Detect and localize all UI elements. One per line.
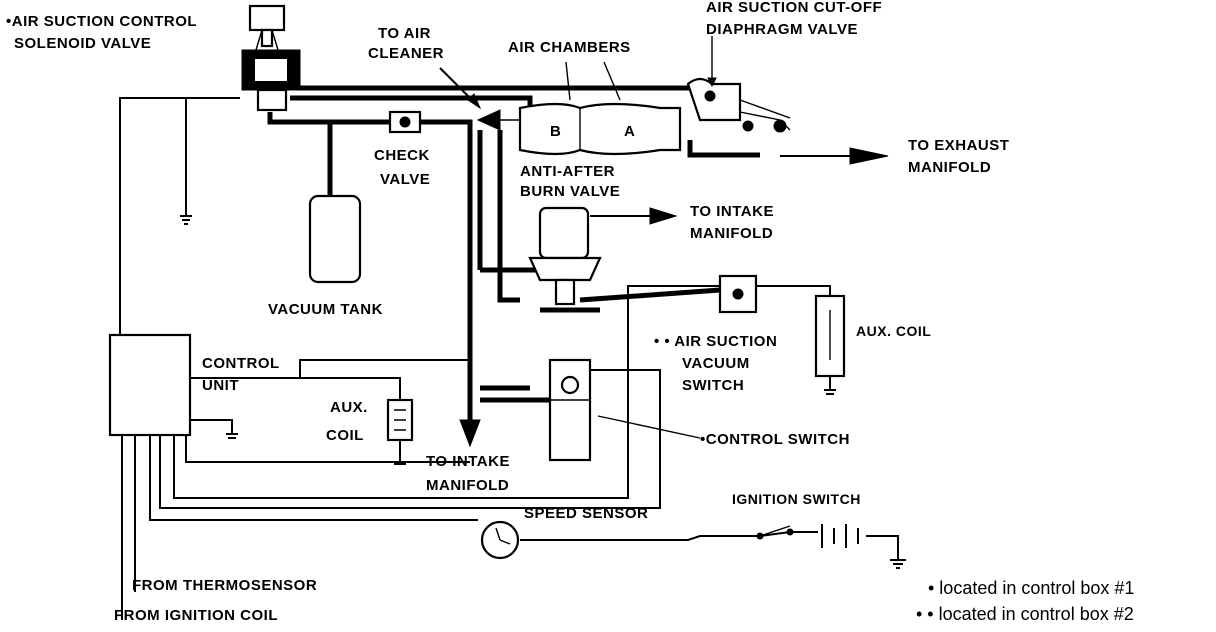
aux-coil-right: [814, 294, 846, 378]
control-unit: [108, 333, 192, 437]
air-chambers: [518, 102, 682, 156]
note-control-box-2: • • located in control box #2: [916, 604, 1134, 624]
label-control-switch: •CONTROL SWITCH: [700, 431, 850, 448]
label-speed-sensor: SPEED SENSOR: [524, 505, 648, 522]
air-suction-control-solenoid-valve: [241, 4, 301, 112]
label-vacuum-switch-3: SWITCH: [682, 377, 744, 394]
label-cut-off-valve-1: AIR SUCTION CUT-OFF: [706, 0, 882, 16]
label-ignition-switch: IGNITION SWITCH: [732, 491, 861, 507]
label-solenoid-valve-1: •AIR SUCTION CONTROL: [6, 13, 197, 30]
label-solenoid-valve-2: SOLENOID VALVE: [14, 35, 151, 52]
label-chamber-a: A: [624, 123, 635, 140]
label-vacuum-switch-1: • • AIR SUCTION: [654, 333, 777, 350]
label-aux-coil-right: AUX. COIL: [856, 323, 931, 339]
label-air-chambers: AIR CHAMBERS: [508, 39, 631, 56]
label-aux-coil-left-2: COIL: [326, 427, 364, 444]
label-to-air-cleaner-1: TO AIR: [378, 25, 431, 42]
footnotes: • located in control box #1 • • located …: [916, 578, 1134, 624]
label-anti-after-burn-2: BURN VALVE: [520, 183, 620, 200]
label-cut-off-valve-2: DIAPHRAGM VALVE: [706, 21, 858, 38]
note-control-box-1: • located in control box #1: [928, 578, 1134, 598]
label-aux-coil-left-1: AUX.: [330, 399, 368, 416]
label-control-unit-2: UNIT: [202, 377, 239, 394]
flow-arrows: [439, 36, 889, 448]
label-chamber-b: B: [550, 123, 561, 140]
aux-coil-left: [386, 398, 414, 442]
label-to-exhaust-1: TO EXHAUST: [908, 137, 1009, 154]
label-control-unit-1: CONTROL: [202, 355, 280, 372]
check-valve: [388, 110, 422, 134]
diagram-labels: •AIR SUCTION CONTROL SOLENOID VALVE TO A…: [6, 0, 1009, 624]
label-to-intake-top-1: TO INTAKE: [690, 203, 774, 220]
control-switch: [548, 358, 592, 462]
air-suction-vacuum-switch: [718, 274, 758, 314]
label-vacuum-tank: VACUUM TANK: [268, 301, 383, 318]
label-to-intake-bottom-2: MANIFOLD: [426, 477, 509, 494]
label-anti-after-burn-1: ANTI-AFTER: [520, 163, 615, 180]
label-to-air-cleaner-2: CLEANER: [368, 45, 444, 62]
label-to-intake-bottom-1: TO INTAKE: [426, 453, 510, 470]
label-from-thermosensor: FROM THERMOSENSOR: [132, 577, 317, 594]
label-to-exhaust-2: MANIFOLD: [908, 159, 991, 176]
label-check-valve-2: VALVE: [380, 171, 430, 188]
vacuum-pipes: [267, 85, 760, 420]
electrical-wires: [119, 97, 906, 620]
label-to-intake-top-2: MANIFOLD: [690, 225, 773, 242]
label-from-ignition-coil: FROM IGNITION COIL: [114, 607, 278, 624]
cut-off-diaphragm-valve: [686, 77, 791, 133]
vacuum-tank: [308, 194, 362, 284]
label-check-valve-1: CHECK: [374, 147, 430, 164]
label-vacuum-switch-2: VACUUM: [682, 355, 750, 372]
battery-icon: [821, 524, 859, 548]
anti-after-burn-valve: [528, 206, 602, 306]
speed-sensor: [480, 520, 520, 560]
ignition-switch: [756, 525, 794, 540]
